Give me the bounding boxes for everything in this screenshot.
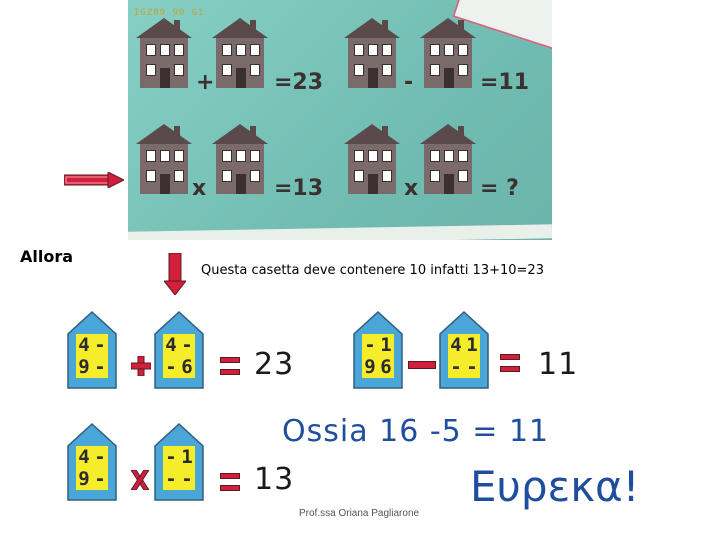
photo-house bbox=[420, 18, 476, 88]
photo-result-23: =23 bbox=[274, 70, 324, 95]
photo-result-13: =13 bbox=[274, 176, 324, 201]
result-23: 23 bbox=[254, 347, 295, 382]
photo-house bbox=[136, 18, 192, 88]
ossia-text: Ossia 16 -5 = 11 bbox=[282, 414, 550, 449]
photo-stamp: IGZ89 99 G1 bbox=[134, 8, 205, 18]
house-digit: - bbox=[165, 356, 177, 378]
house-digit: 4 bbox=[450, 334, 462, 356]
photo-op-times: x bbox=[192, 176, 207, 201]
house-digit: - bbox=[165, 446, 177, 468]
blue-house: 4- 9- bbox=[66, 422, 118, 502]
minus-icon bbox=[408, 361, 436, 369]
photo-result-unknown: = ? bbox=[480, 176, 519, 201]
equals-icon bbox=[220, 357, 240, 375]
house-digit: - bbox=[94, 356, 106, 378]
photo-op-minus: - bbox=[404, 70, 414, 95]
house-digit: 4 bbox=[78, 334, 90, 356]
house-digit: - bbox=[165, 468, 177, 490]
photo-house bbox=[344, 18, 400, 88]
house-digit: 9 bbox=[364, 356, 376, 378]
times-icon bbox=[131, 470, 149, 490]
house-digit: - bbox=[466, 356, 478, 378]
photo-result-11: =11 bbox=[480, 70, 530, 95]
house-window-grid: 4- -6 bbox=[163, 334, 195, 378]
house-digit: - bbox=[364, 334, 376, 356]
photo-house bbox=[344, 124, 400, 194]
author-credit: Prof.ssa Oriana Pagliarone bbox=[299, 508, 420, 519]
house-digit: 4 bbox=[165, 334, 177, 356]
house-digit: - bbox=[94, 468, 106, 490]
arrow-right-icon bbox=[64, 172, 124, 188]
blue-house: -1 -- bbox=[153, 422, 205, 502]
house-digit: 6 bbox=[181, 356, 193, 378]
house-window-grid: -1 -- bbox=[163, 446, 195, 490]
worksheet-photo: IGZ89 99 G1 + =23 - =11 x =13 x = ? bbox=[128, 0, 552, 240]
house-digit: - bbox=[181, 468, 193, 490]
photo-op-plus: + bbox=[196, 70, 215, 95]
allora-label: Allora bbox=[20, 247, 74, 266]
house-digit: 1 bbox=[181, 446, 193, 468]
explanation-text: Questa casetta deve contenere 10 infatti… bbox=[201, 263, 544, 278]
house-digit: 6 bbox=[380, 356, 392, 378]
photo-house bbox=[420, 124, 476, 194]
house-digit: - bbox=[450, 356, 462, 378]
house-window-grid: 4- 9- bbox=[76, 334, 108, 378]
result-13: 13 bbox=[254, 462, 295, 497]
blue-house: 4- -6 bbox=[153, 310, 205, 390]
photo-house bbox=[212, 18, 268, 88]
house-digit: 1 bbox=[380, 334, 392, 356]
photo-op-times-2: x bbox=[404, 176, 419, 201]
plus-icon bbox=[131, 356, 151, 376]
equals-icon bbox=[220, 473, 240, 491]
house-digit: - bbox=[94, 334, 106, 356]
photo-house bbox=[212, 124, 268, 194]
house-digit: 9 bbox=[78, 356, 90, 378]
equals-icon bbox=[500, 354, 520, 372]
blue-house: 4- 9- bbox=[66, 310, 118, 390]
house-digit: - bbox=[181, 334, 193, 356]
arrow-down-icon bbox=[164, 253, 186, 295]
house-window-grid: 4- 9- bbox=[76, 446, 108, 490]
photo-house bbox=[136, 124, 192, 194]
house-digit: 9 bbox=[78, 468, 90, 490]
house-digit: 1 bbox=[466, 334, 478, 356]
eureka-text: Ευρεκα! bbox=[470, 462, 640, 511]
photo-background bbox=[128, 0, 552, 240]
result-11: 11 bbox=[538, 347, 579, 382]
house-digit: 4 bbox=[78, 446, 90, 468]
house-digit: - bbox=[94, 446, 106, 468]
